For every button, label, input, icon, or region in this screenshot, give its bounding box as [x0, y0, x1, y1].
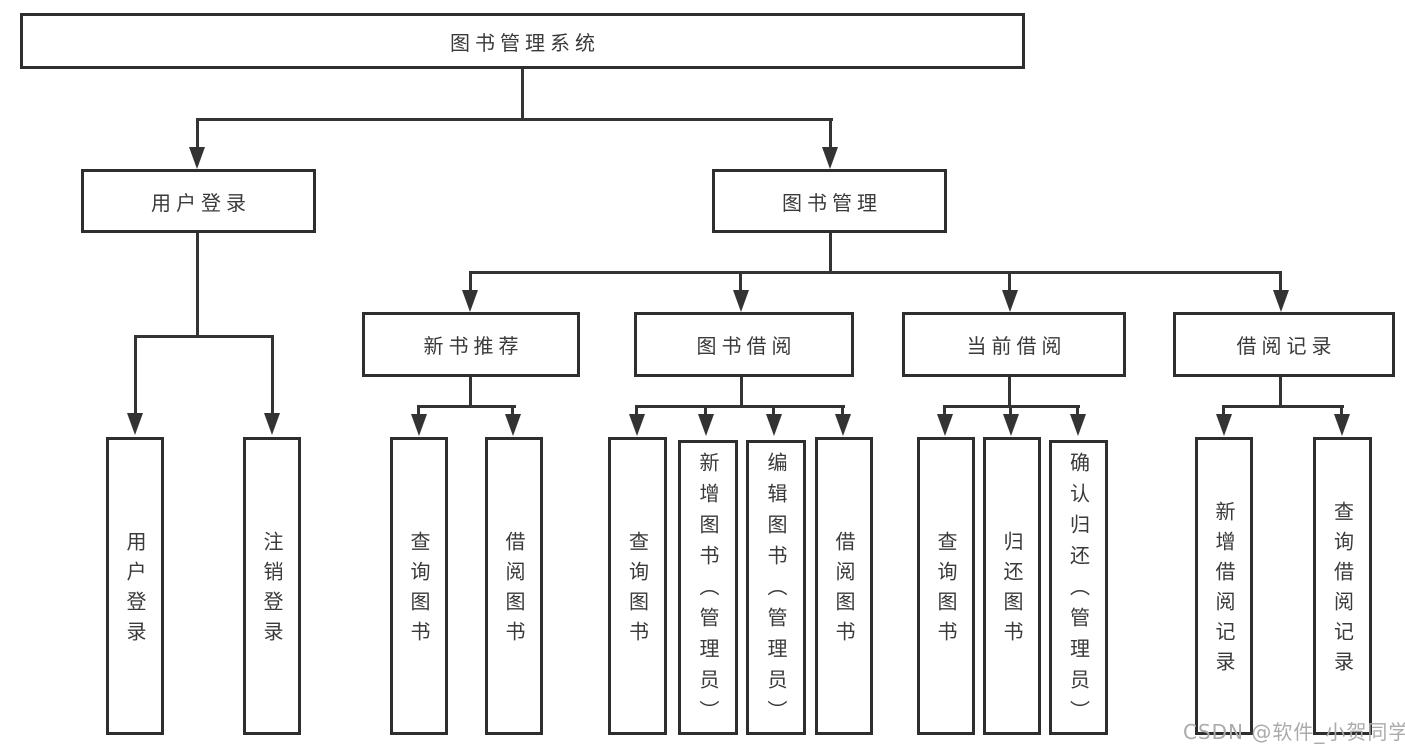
csdn-watermark: CSDN @软件_小贺同学 [1183, 720, 1405, 744]
connector-line [829, 120, 832, 149]
node-book-borrow: 图书借阅 [634, 312, 854, 377]
leaf-edit-book-admin: 编辑图书（管理员） [746, 440, 806, 735]
arrow-down-icon [1334, 414, 1350, 436]
node-book-management: 图书管理 [712, 169, 947, 233]
node-book-management-label: 图书管理 [782, 190, 882, 215]
leaf-confirm-return-admin: 确认归还（管理员） [1049, 440, 1108, 735]
connector-line [134, 337, 137, 415]
arrow-down-icon [1273, 290, 1289, 312]
connector-line [739, 273, 742, 291]
node-new-book-recommend-label: 新书推荐 [423, 334, 524, 358]
node-borrow-records: 借阅记录 [1173, 312, 1395, 377]
leaf-label: 注销登录 [260, 531, 284, 651]
connector-line [134, 335, 274, 338]
node-new-book-recommend: 新书推荐 [362, 312, 580, 377]
leaf-logout: 注销登录 [243, 437, 301, 735]
leaf-label: 新增借阅记录 [1212, 501, 1236, 681]
connector-line [740, 376, 743, 408]
leaf-query-books-2: 查询图书 [608, 437, 667, 735]
connector-line [196, 120, 199, 149]
connector-line [1340, 407, 1343, 416]
connector-line [1222, 407, 1225, 416]
connector-line [829, 232, 832, 274]
connector-line [196, 118, 833, 121]
node-user-login: 用户登录 [81, 169, 316, 233]
arrow-down-icon [1216, 414, 1232, 436]
node-book-borrow-label: 图书借阅 [696, 334, 797, 358]
leaf-return-books: 归还图书 [983, 437, 1041, 735]
arrow-down-icon [1070, 414, 1086, 436]
connector-line [841, 407, 844, 416]
arrow-down-icon [766, 414, 782, 436]
arrow-down-icon [462, 290, 478, 312]
node-current-borrow: 当前借阅 [902, 312, 1126, 377]
leaf-label: 借阅图书 [502, 531, 526, 651]
leaf-add-book-admin: 新增图书（管理员） [678, 440, 738, 735]
leaf-label: 查询借阅记录 [1330, 501, 1355, 681]
arrow-down-icon [1003, 414, 1019, 436]
connector-line [1008, 273, 1011, 291]
arrow-down-icon [822, 147, 838, 169]
node-borrow-records-label: 借阅记录 [1236, 334, 1337, 358]
arrow-down-icon [264, 413, 280, 435]
connector-line [1076, 407, 1079, 416]
node-user-login-label: 用户登录 [151, 190, 251, 215]
connector-line [271, 337, 274, 415]
leaf-label: 确认归还（管理员） [1066, 452, 1091, 731]
leaf-label: 查询图书 [934, 531, 958, 651]
arrow-down-icon [505, 414, 521, 436]
leaf-add-borrow-record: 新增借阅记录 [1195, 437, 1253, 735]
leaf-query-books-1: 查询图书 [390, 437, 448, 735]
leaf-borrow-books-2: 借阅图书 [815, 437, 873, 735]
leaf-borrow-books-1: 借阅图书 [485, 437, 543, 735]
node-current-borrow-label: 当前借阅 [966, 334, 1067, 358]
connector-line [196, 232, 199, 337]
arrow-down-icon [937, 414, 953, 436]
connector-line [417, 407, 420, 416]
leaf-query-borrow-record: 查询借阅记录 [1313, 437, 1372, 735]
connector-line [635, 405, 845, 408]
connector-line [1279, 376, 1282, 408]
arrow-down-icon [127, 413, 143, 435]
arrow-down-icon [698, 414, 714, 436]
arrow-down-icon [835, 414, 851, 436]
leaf-label: 新增图书（管理员） [696, 452, 720, 731]
leaf-label: 归还图书 [1000, 531, 1024, 651]
connector-line [943, 407, 946, 416]
connector-line [943, 405, 1080, 408]
node-root: 图书管理系统 [20, 13, 1025, 69]
leaf-label: 查询图书 [625, 531, 650, 651]
connector-line [1009, 407, 1012, 416]
leaf-label: 编辑图书（管理员） [764, 452, 788, 731]
connector-line [511, 407, 514, 416]
connector-line [469, 271, 1282, 274]
connector-line [469, 376, 472, 408]
connector-line [1008, 376, 1011, 408]
connector-line [1279, 273, 1282, 291]
connector-line [469, 273, 472, 291]
connector-line [1222, 405, 1344, 408]
connector-line [772, 407, 775, 416]
node-root-label: 图书管理系统 [450, 30, 600, 55]
connector-line [704, 407, 707, 416]
arrow-down-icon [629, 414, 645, 436]
connector-line [635, 407, 638, 416]
connector-line [417, 405, 516, 408]
arrow-down-icon [411, 414, 427, 436]
leaf-label: 借阅图书 [832, 531, 856, 651]
leaf-label: 用户登录 [123, 531, 147, 651]
connector-line [521, 68, 524, 121]
arrow-down-icon [733, 290, 749, 312]
leaf-query-books-3: 查询图书 [917, 437, 975, 735]
arrow-down-icon [189, 147, 205, 169]
leaf-label: 查询图书 [407, 531, 431, 651]
arrow-down-icon [1002, 290, 1018, 312]
leaf-user-login: 用户登录 [106, 437, 164, 735]
